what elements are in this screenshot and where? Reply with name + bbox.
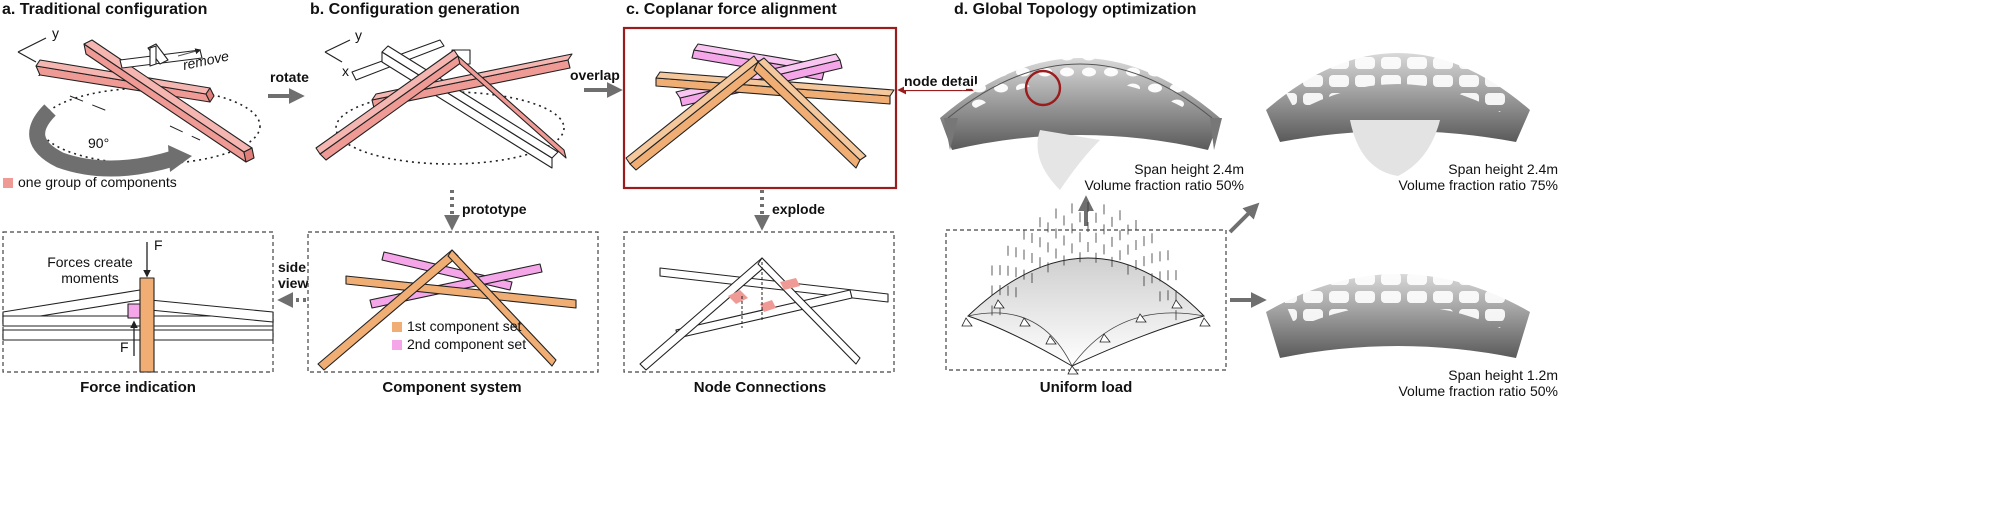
- node-illustration: [639, 257, 889, 371]
- force-caption: Force indication: [80, 379, 196, 396]
- moments-line2: moments: [61, 270, 119, 286]
- force-top-label: F: [154, 237, 163, 253]
- legend-2nd-set: 2nd component set: [407, 336, 526, 352]
- explode-label: explode: [772, 201, 825, 217]
- force-illustration: [2, 242, 274, 373]
- node-caption: Node Connections: [694, 379, 827, 396]
- node-detail-label: node detail: [904, 73, 978, 89]
- result-1-line2: Volume fraction ratio 50%: [1084, 177, 1244, 193]
- panel-b-illustration: y x: [315, 27, 573, 169]
- rotation-ellipse: [39, 87, 261, 165]
- load-illustration: [961, 202, 1211, 375]
- component-box: [307, 231, 599, 373]
- panel-a-heading: a. Traditional configuration: [2, 1, 207, 18]
- node-box: [623, 231, 895, 373]
- side-view-label-1: side: [278, 259, 306, 275]
- component-illustration: [317, 249, 577, 371]
- dome-vf50-low: [1266, 267, 1530, 358]
- prototype-label: prototype: [462, 201, 527, 217]
- result-3-line1: Span height 1.2m: [1448, 367, 1558, 383]
- legend-group-label: one group of components: [18, 174, 177, 190]
- panel-c-illustration: [625, 43, 895, 171]
- result-3-line2: Volume fraction ratio 50%: [1398, 383, 1558, 399]
- legend-swatch-pink: [3, 178, 13, 188]
- dome-vf75-tall: [1266, 38, 1530, 176]
- node-detail-circle: [1024, 69, 1062, 107]
- axis-y-line: [17, 37, 47, 53]
- rotate-label: rotate: [270, 69, 309, 85]
- dome-vf50-tall: [940, 33, 1222, 190]
- result-1-line1: Span height 2.4m: [1134, 161, 1244, 177]
- overlap-label: overlap: [570, 67, 620, 83]
- arrow-to-vf75: [1228, 202, 1260, 234]
- component-caption: Component system: [382, 379, 521, 396]
- load-box: [945, 229, 1227, 371]
- force-bottom-label: F: [120, 339, 129, 355]
- panel-b-heading: b. Configuration generation: [310, 1, 520, 18]
- panel-a-illustration: y x 90° remove one group of components: [3, 25, 261, 190]
- rotation-arrow: [29, 104, 178, 177]
- panel-d-heading: d. Global Topology optimization: [954, 1, 1196, 18]
- legend-swatch-orange: [392, 322, 402, 332]
- rotation-angle: 90°: [88, 135, 109, 151]
- axis-x-line: [17, 51, 37, 63]
- axis-y-label-b: y: [355, 27, 362, 43]
- panel-c-heading: c. Coplanar force alignment: [626, 1, 837, 18]
- result-2-line2: Volume fraction ratio 75%: [1398, 177, 1558, 193]
- result-2-line1: Span height 2.4m: [1448, 161, 1558, 177]
- legend-swatch-magenta: [392, 340, 402, 350]
- force-box: [2, 231, 274, 373]
- axis-x-label-b: x: [342, 63, 349, 79]
- coplanar-frame: [622, 26, 898, 190]
- legend-1st-set: 1st component set: [407, 318, 522, 334]
- load-caption: Uniform load: [1040, 379, 1133, 396]
- moments-line1: Forces create: [47, 254, 133, 270]
- axis-y-label: y: [52, 25, 59, 41]
- load-arrows: [991, 202, 1177, 321]
- side-view-label-2: view: [278, 275, 308, 291]
